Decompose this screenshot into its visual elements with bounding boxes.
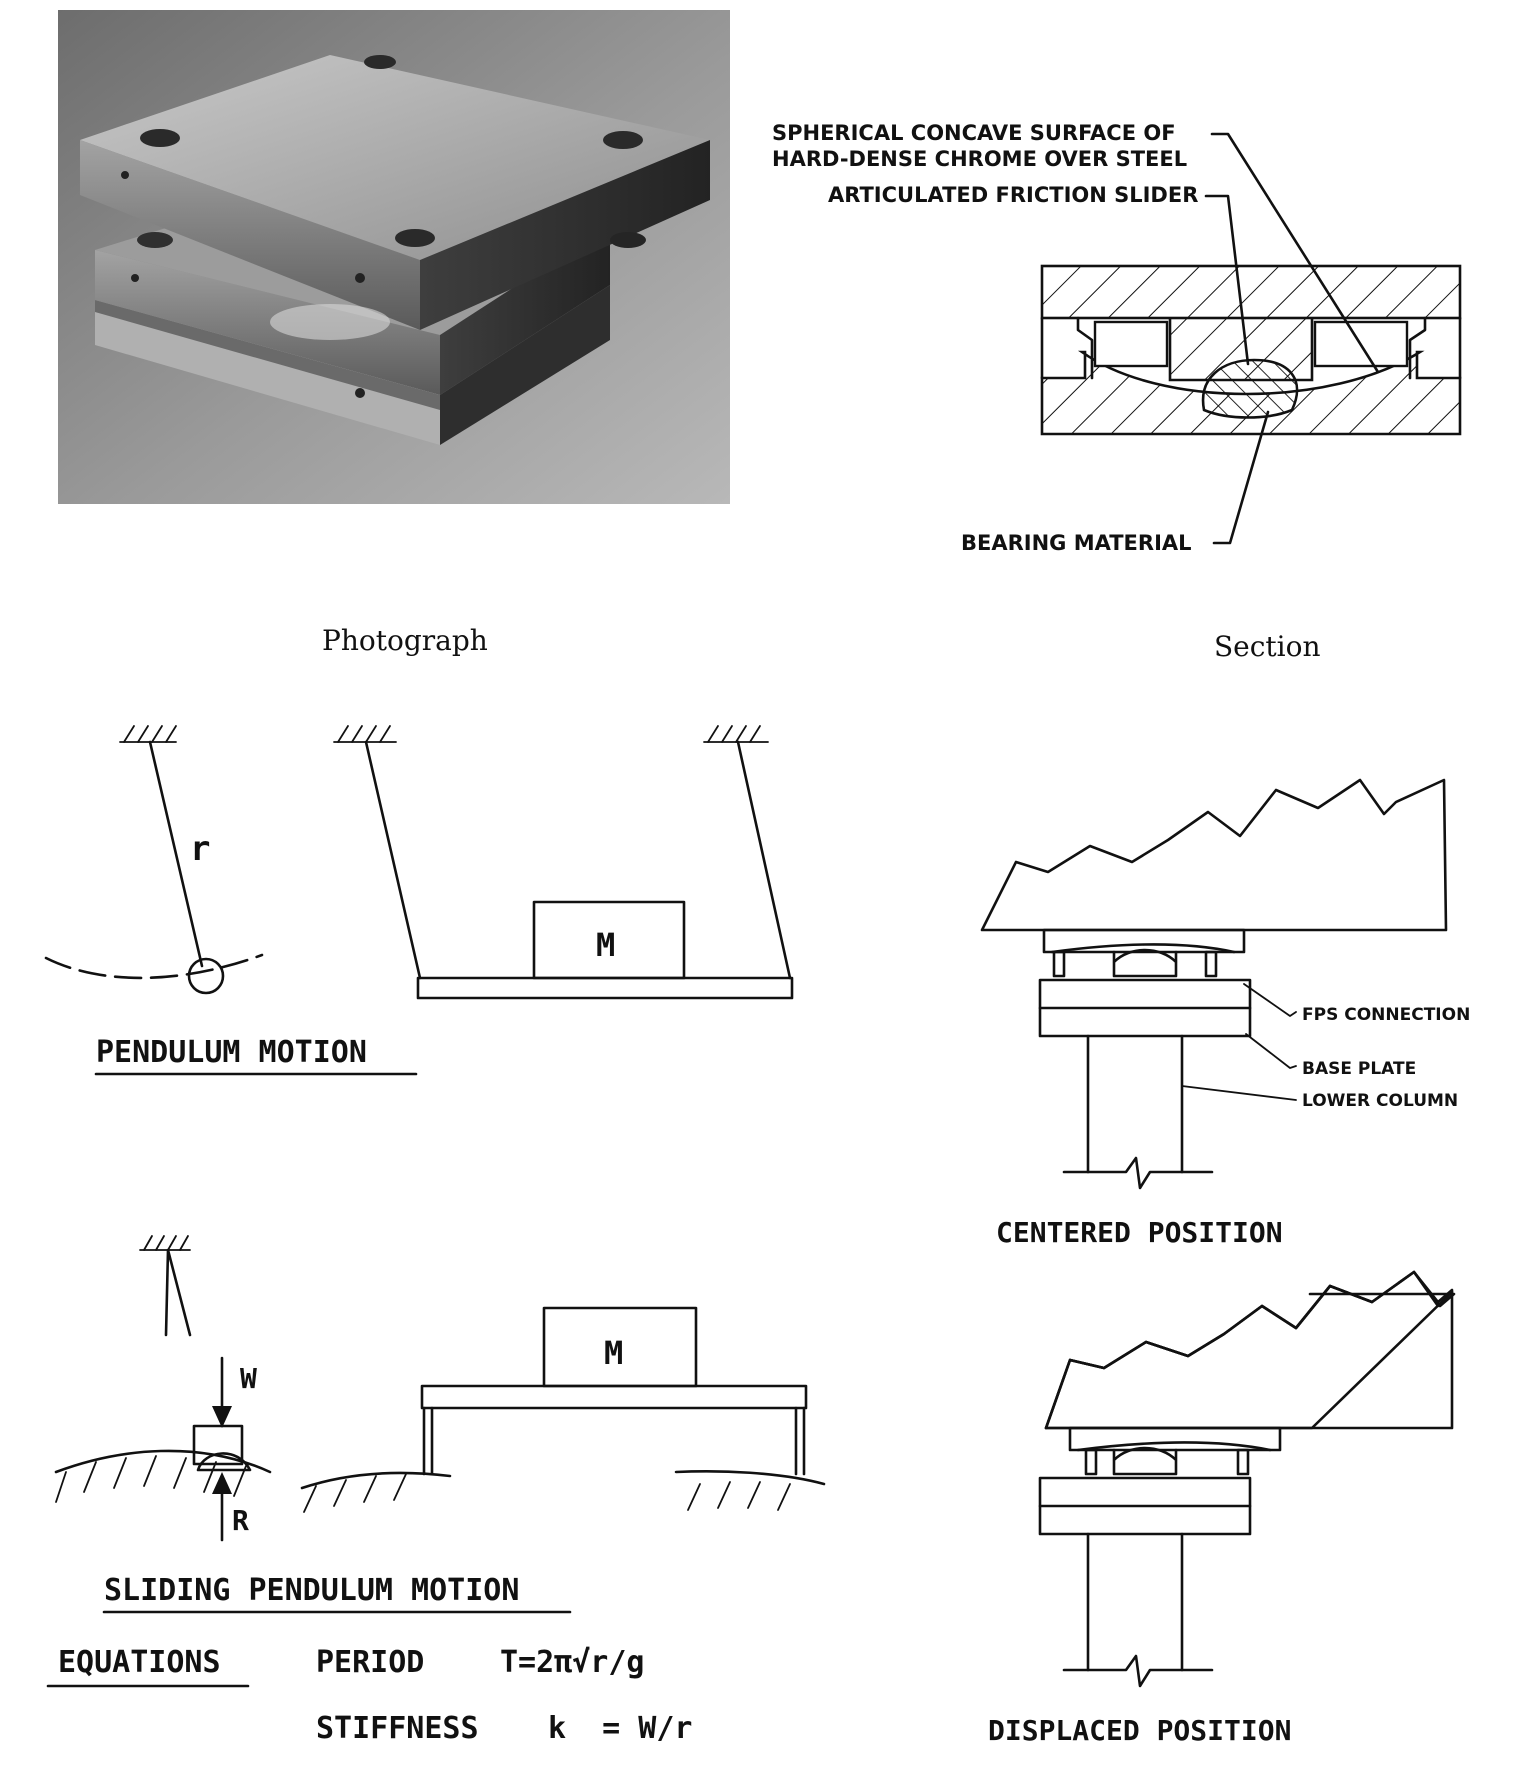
- lower-column-label: LOWER COLUMN: [1302, 1091, 1458, 1111]
- mass-label-pendulum: M: [596, 926, 615, 964]
- centered-position-title: CENTERED POSITION: [996, 1216, 1283, 1249]
- equations-block: EQUATIONS PERIOD T=2π√r/g STIFFNESS k = …: [46, 1645, 693, 1746]
- sliding-pendulum-diagram: W R M SLIDING PENDULUM MOTION: [54, 1235, 826, 1614]
- callout-bearing-material: BEARING MATERIAL: [961, 531, 1192, 555]
- bearing-photograph: [58, 10, 730, 504]
- reaction-label: R: [232, 1504, 249, 1537]
- fixed-support-icon: [333, 725, 397, 743]
- callout-slider: ARTICULATED FRICTION SLIDER: [828, 183, 1198, 207]
- sliding-pendulum-title: SLIDING PENDULUM MOTION: [104, 1573, 519, 1608]
- callout-surface-line2: HARD-DENSE CHROME OVER STEEL: [772, 147, 1187, 171]
- centered-position-diagram: FPS CONNECTION BASE PLATE LOWER COLUMN C…: [980, 778, 1470, 1249]
- radius-label: r: [190, 829, 210, 869]
- period-label: PERIOD: [316, 1645, 424, 1680]
- pendulum-motion-title: PENDULUM MOTION: [96, 1035, 367, 1070]
- mass-label-sliding: M: [604, 1334, 623, 1372]
- callout-surface-line1: SPHERICAL CONCAVE SURFACE OF: [772, 121, 1176, 145]
- section-drawing: SPHERICAL CONCAVE SURFACE OF HARD-DENSE …: [772, 121, 1462, 555]
- caption-photograph: Photograph: [322, 624, 488, 657]
- stiffness-formula: k = W/r: [548, 1711, 693, 1746]
- pendulum-diagram: r M PENDULUM MOTION: [44, 725, 794, 1076]
- weight-label: W: [240, 1362, 257, 1395]
- period-formula: T=2π√r/g: [500, 1645, 645, 1680]
- fixed-support-icon: [139, 1235, 191, 1251]
- base-plate-label: BASE PLATE: [1302, 1059, 1416, 1079]
- equations-heading: EQUATIONS: [58, 1645, 221, 1680]
- displaced-position-title: DISPLACED POSITION: [988, 1714, 1291, 1747]
- fixed-support-icon: [119, 725, 177, 743]
- stiffness-label: STIFFNESS: [316, 1711, 479, 1746]
- caption-section: Section: [1214, 630, 1321, 663]
- fixed-support-icon: [703, 725, 769, 743]
- fps-connection-label: FPS CONNECTION: [1302, 1005, 1470, 1025]
- displaced-position-diagram: DISPLACED POSITION: [988, 1270, 1456, 1747]
